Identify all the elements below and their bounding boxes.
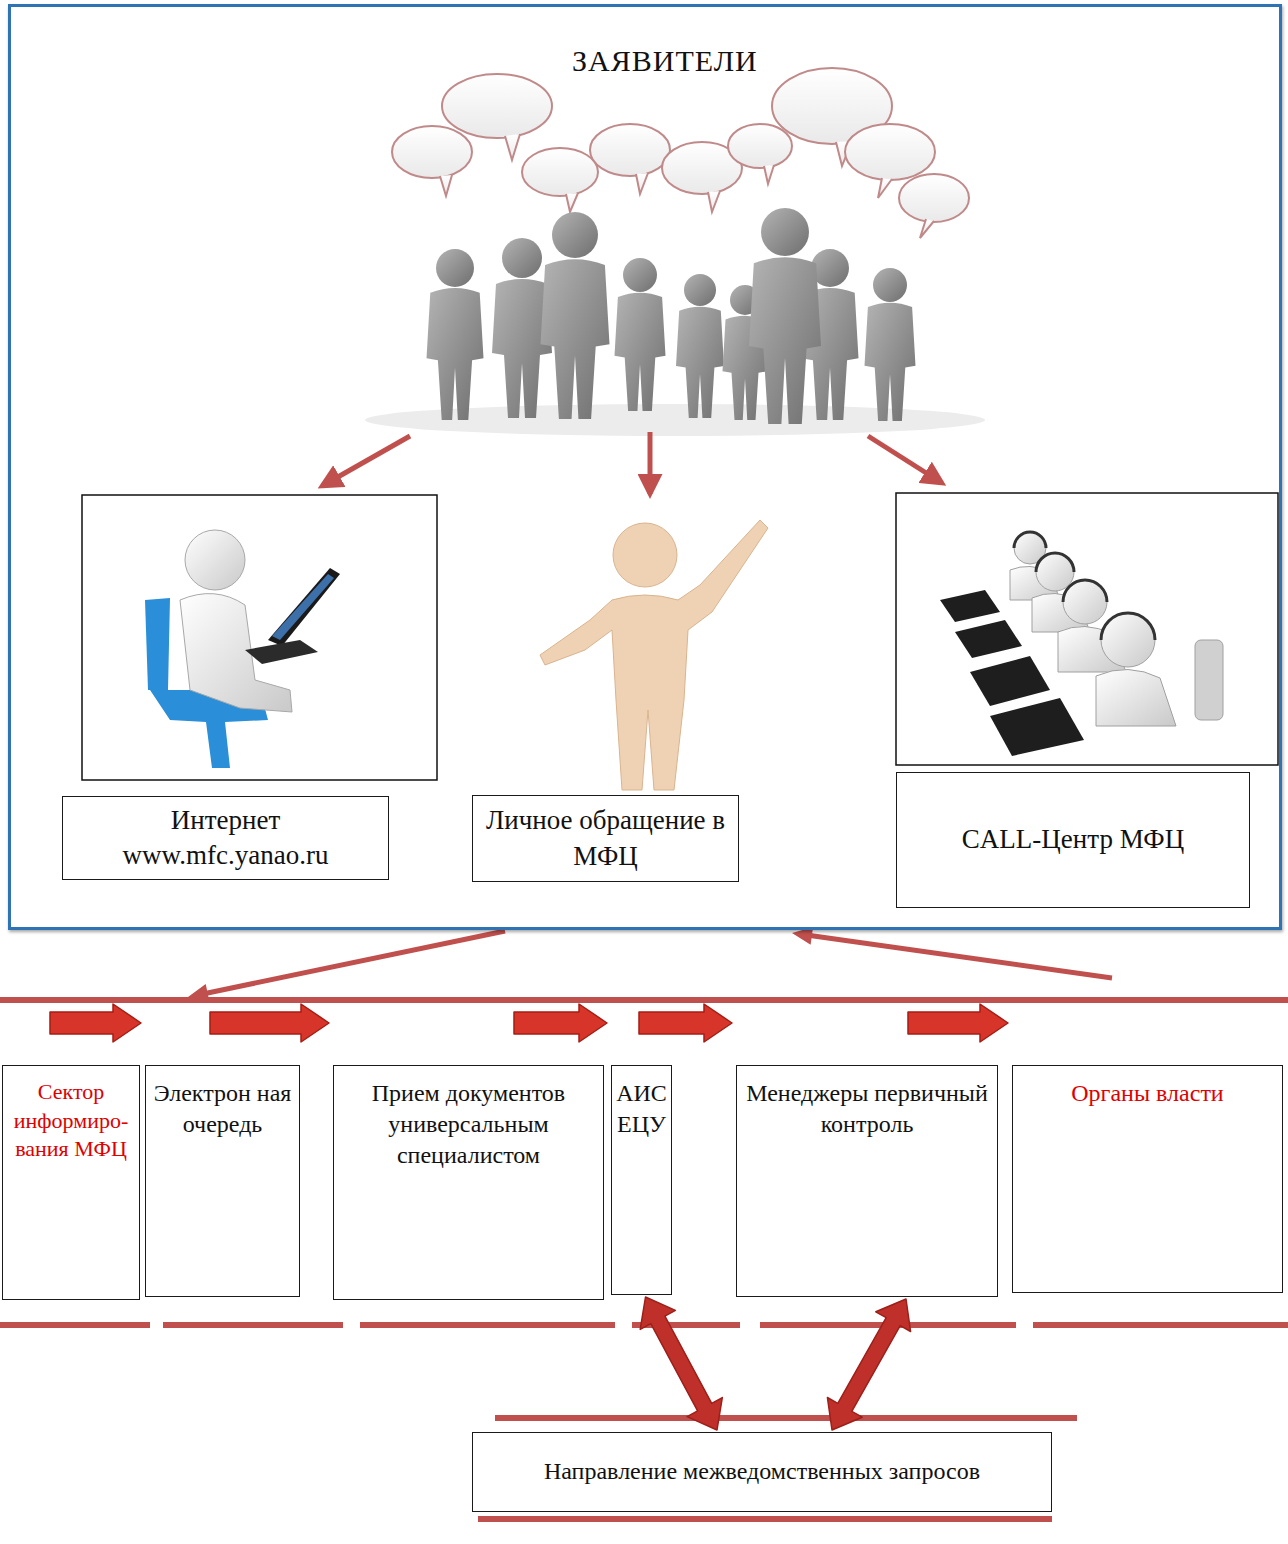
flow-arrow [50,1004,141,1042]
box-label: Интернет www.mfc.yanao.ru [71,803,380,873]
call-center-picture-part-part [1063,580,1107,624]
double-arrow [827,1299,910,1430]
people-figures-part [749,208,821,424]
box-label: CALL-Центр МФЦ [962,822,1184,857]
call-center-picture-part [1014,532,1155,640]
speech-bubbles-part [636,173,648,194]
speech-bubbles-part [392,126,472,178]
channel-caption: Личное обращение в МФЦ [472,795,739,882]
people-figures-part [541,212,610,419]
speech-bubbles-part [845,124,935,180]
visitor-figure [540,520,768,790]
call-center-picture-part [940,590,1084,756]
call-center-picture-part-part [970,656,1050,706]
speech-bubbles-part [590,124,670,176]
call-center-picture-part [1195,640,1223,720]
call-center-picture-part [1010,532,1176,726]
internet-picture-part [245,640,318,664]
speech-bubbles-part [442,74,552,138]
panel-title: ЗАЯВИТЕЛИ [572,41,758,80]
box-label: Менеджеры первичный контроль [745,1078,989,1140]
people-figures-part [427,249,484,420]
flow-band-lines-part [495,1415,1077,1421]
box-label: Органы власти [1071,1078,1223,1109]
call-center-picture-part-part [1036,553,1074,591]
people-figures-part [615,258,666,411]
call-center-picture [896,493,1278,765]
box-label: Электрон ная очередь [152,1078,293,1140]
process-box: Сектор информиро- вания МФЦ [2,1065,140,1300]
channel-arrows [322,432,942,494]
people-crowd [365,68,985,436]
connector-arrow [188,929,506,1002]
call-center-picture-part-part [940,590,1000,622]
authority-box: Органы власти [1012,1065,1283,1293]
flow-band-lines-part [0,1322,150,1328]
process-box: Прием документов универсальным специалис… [333,1065,604,1300]
speech-bubbles-part [708,191,720,212]
people-figures-part [865,268,916,421]
double-arrow [640,1297,722,1430]
call-center-picture-part-part [1101,613,1155,667]
channel-arrows-part [648,432,653,494]
process-box: Электрон ная очередь [145,1065,300,1297]
call-center-picture-part [896,493,1278,765]
connector-arrow [792,927,1112,981]
speech-bubbles-part [522,148,598,196]
process-box: Менеджеры первичный контроль [736,1065,998,1297]
internet-picture-part [272,574,334,640]
visitor-figure-part [540,520,768,790]
box-label: Прием документов универсальным специалис… [342,1078,595,1172]
speech-bubbles-part [878,178,892,198]
speech-bubbles-part [920,219,934,238]
speech-bubbles-part [764,165,774,184]
speech-bubbles-part [505,134,520,160]
internet-picture-part [82,495,437,780]
flow-band-lines-part [478,1516,1052,1522]
flow-arrow [908,1004,1008,1042]
box-label: АИС ЕЦУ [615,1078,668,1140]
call-center-picture-part-part [1063,580,1107,602]
speech-bubbles-part [899,174,969,222]
people-figures-part [676,274,724,418]
visitor-figure-part [613,523,677,587]
internet-picture-part [145,598,170,690]
channel-arrows-part [868,436,942,483]
request-box: Направление межведомственных запросов [472,1432,1052,1512]
channel-caption: CALL-Центр МФЦ [896,772,1250,908]
channel-arrows-part [322,436,410,486]
speech-bubbles-part [566,193,578,212]
call-center-picture-part-part [1036,553,1074,572]
flow-arrow [514,1004,607,1042]
flow-band-lines-part [360,1322,615,1328]
call-center-picture-part-part [1014,532,1046,548]
internet-picture-part [268,568,340,646]
call-center-picture-part-part [1101,613,1155,640]
box-label: Сектор информиро- вания МФЦ [7,1078,135,1164]
flow-band-lines-part [163,1322,343,1328]
people-figures [427,208,916,424]
call-center-picture-part-part [955,620,1022,658]
flow-arrow [639,1004,732,1042]
speech-bubbles-part [728,124,792,168]
flow-band-lines-part [1033,1322,1288,1328]
box-label: Личное обращение в МФЦ [481,803,730,873]
call-center-picture-part-part [990,698,1084,756]
call-center-picture-part-part [1096,669,1176,726]
internet-picture [82,495,437,780]
speech-bubbles-part [440,175,452,196]
internet-picture-part [185,530,245,590]
channel-caption: Интернет www.mfc.yanao.ru [62,796,389,880]
process-box: АИС ЕЦУ [611,1065,672,1295]
box-label: Направление межведомственных запросов [544,1456,980,1487]
speech-bubbles [392,68,969,238]
flow-arrow [210,1004,329,1042]
flow-band-lines [0,997,1288,1522]
applicants-panel: ЗАЯВИТЕЛИ Интернет www.mfc.yanao.ru Личное… [8,4,1282,930]
